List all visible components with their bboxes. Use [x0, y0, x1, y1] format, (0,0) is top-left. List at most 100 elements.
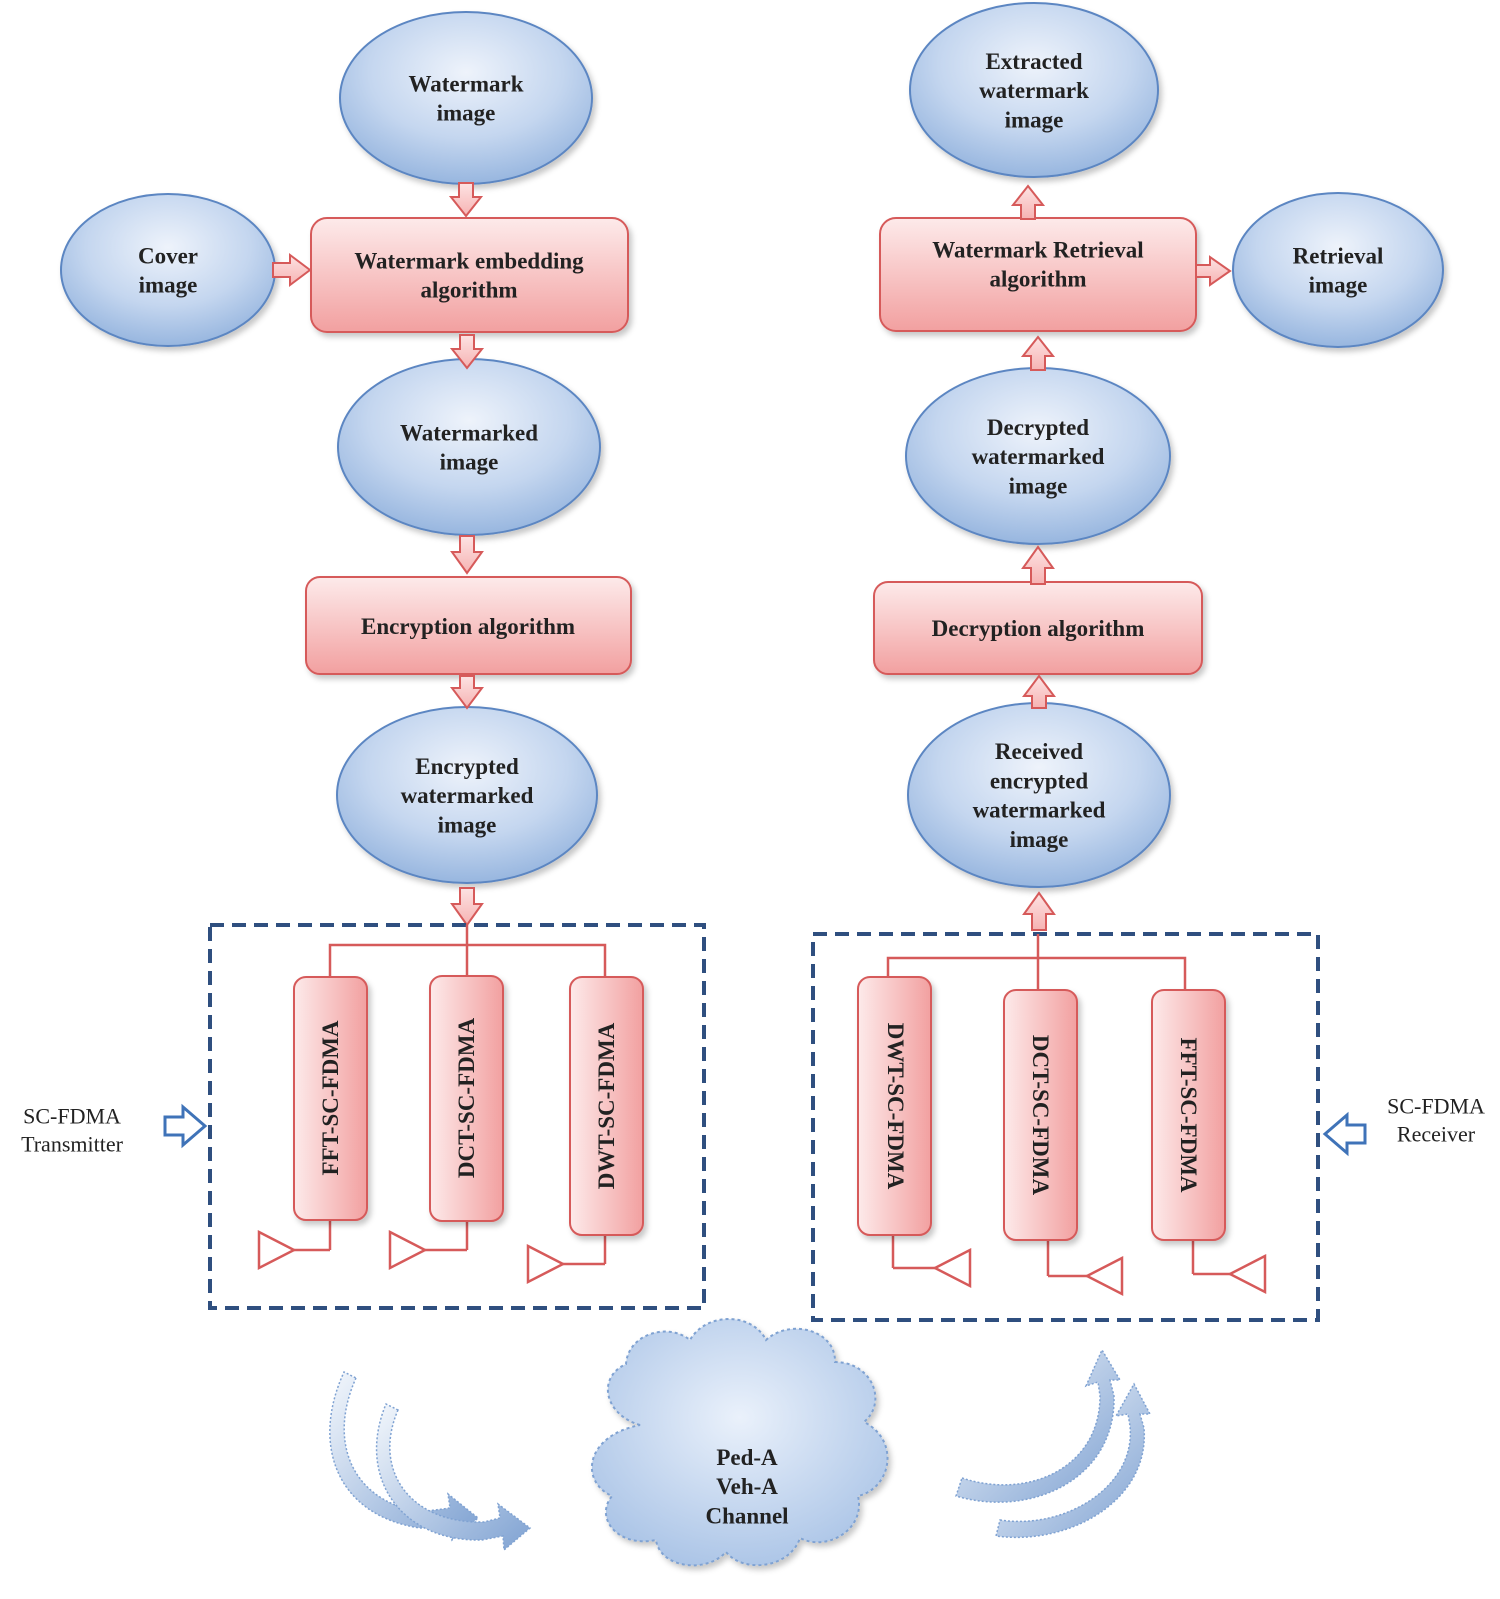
label-line: SC-FDMA [23, 1104, 121, 1129]
arrow-down-icon [449, 334, 485, 370]
encryption-algorithm-label: Encryption algorithm [361, 614, 575, 639]
embedding-algorithm-label: Watermark embedding algorithm [354, 248, 584, 302]
encrypted-image-label: Encrypted watermarked image [401, 754, 534, 838]
tx-branch-lines [294, 925, 607, 1266]
retrieval-algorithm-label: Watermark Retrieval algorithm [932, 237, 1143, 291]
curved-arrow-icon [329, 1370, 480, 1542]
label-line: Veh-A [716, 1474, 778, 1499]
label-line: Decrypted [987, 415, 1089, 440]
receiver-box [811, 932, 1320, 1322]
antenna-icon [526, 1243, 566, 1285]
arrow-down-icon [450, 535, 484, 575]
channel-label: Ped-A Veh-A Channel [705, 1445, 788, 1529]
arrow-right-icon [1195, 255, 1232, 287]
label-line: algorithm [420, 278, 517, 303]
tx-branch-label-fft: FFT-SC-FDMA [318, 1020, 343, 1175]
antenna-icon [1227, 1253, 1267, 1295]
watermark-image-label: Watermark image [409, 71, 524, 125]
antenna-icon [1084, 1255, 1124, 1297]
label-line: Receiver [1397, 1122, 1476, 1147]
arrow-down-icon [450, 887, 484, 927]
arrow-down-icon [448, 182, 484, 218]
arrow-right-icon [272, 253, 312, 287]
left-curved-arrows [329, 1370, 532, 1552]
rx-branch-box-dct [1003, 989, 1078, 1241]
label-line: Watermark embedding [354, 248, 584, 273]
curved-arrow-icon [955, 1348, 1122, 1503]
label-line: Ped-A [716, 1445, 778, 1470]
label-line: image [1009, 473, 1068, 498]
rx-branch-label-fft: FFT-SC-FDMA [1176, 1037, 1201, 1192]
rx-branch-label-dwt: DWT-SC-FDMA [883, 1023, 908, 1190]
rx-branch-lines [886, 934, 1230, 1278]
antenna-icon [388, 1229, 428, 1271]
label-line: Decryption algorithm [932, 616, 1145, 641]
label-line: watermarked [401, 783, 534, 808]
arrow-down-icon [450, 675, 484, 710]
curved-arrow-icon [375, 1402, 532, 1552]
label-line: Extracted [985, 49, 1082, 74]
tx-branch-box-dct [429, 975, 504, 1222]
label-line: Encrypted [415, 754, 519, 779]
tx-down-arrows [448, 182, 485, 927]
antenna-icon [932, 1247, 972, 1289]
encryption-algorithm-box [305, 576, 632, 675]
watermarked-image-ellipse [337, 358, 601, 536]
label-line: Received [995, 739, 1083, 764]
label-line: watermarked [973, 798, 1106, 823]
cover-image-label: Cover image [138, 243, 198, 297]
label-line: Watermarked [400, 420, 538, 445]
label-line: image [1309, 273, 1368, 298]
arrow-up-icon [1020, 335, 1056, 371]
curved-arrow-icon [995, 1382, 1152, 1538]
tx-branch-box-fft [293, 976, 368, 1221]
decrypted-image-label: Decrypted watermarked image [972, 415, 1105, 499]
label-line: watermarked [972, 444, 1105, 469]
label-line: image [438, 812, 497, 837]
receiver-side-label: SC-FDMA Receiver [1387, 1094, 1485, 1147]
label-line: image [1005, 107, 1064, 132]
label-line: Retrieval [1293, 243, 1384, 268]
rx-branch-box-fft [1151, 989, 1226, 1241]
arrow-up-icon [1010, 184, 1046, 220]
label-line: image [440, 450, 499, 475]
watermarked-image-label: Watermarked image [400, 420, 538, 474]
transmitter-side-label: SC-FDMA Transmitter [21, 1104, 124, 1157]
hollow-arrow-right-icon [163, 1103, 208, 1149]
tx-antennas [257, 1229, 566, 1285]
label-line: image [437, 101, 496, 126]
hollow-arrow-left-icon [1322, 1111, 1367, 1157]
received-image-ellipse [907, 702, 1171, 888]
embedding-algorithm-box [310, 217, 629, 333]
retrieval-image-label: Retrieval image [1293, 243, 1384, 297]
label-line: watermark [979, 78, 1089, 103]
label-line: image [139, 273, 198, 298]
retrieval-image-ellipse [1232, 192, 1444, 348]
tx-branch-label-dwt: DWT-SC-FDMA [594, 1022, 619, 1189]
transmitter-box [208, 923, 706, 1310]
rx-branch-label-dct: DCT-SC-FDMA [1028, 1035, 1053, 1196]
arrow-up-icon [1022, 674, 1056, 709]
received-image-label: Received encrypted watermarked image [973, 739, 1106, 852]
label-line: image [1010, 827, 1069, 852]
label-line: Transmitter [21, 1132, 124, 1157]
label-line: SC-FDMA [1387, 1094, 1485, 1119]
channel-cloud [590, 1318, 889, 1567]
arrow-up-icon [1022, 891, 1056, 931]
label-line: algorithm [989, 267, 1086, 292]
label-line: Channel [705, 1503, 788, 1528]
label-line: Cover [138, 243, 198, 268]
label-line: encrypted [990, 768, 1089, 793]
rx-branch-box-dwt [857, 976, 932, 1236]
label-line: Encryption algorithm [361, 614, 575, 639]
label-line: Watermark [409, 71, 524, 96]
rx-up-arrows [1010, 184, 1056, 931]
watermark-image-ellipse [339, 11, 593, 185]
right-curved-arrows [955, 1348, 1152, 1538]
tx-branch-box-dwt [569, 976, 644, 1236]
cover-image-ellipse [60, 193, 276, 347]
extracted-image-label: Extracted watermark image [979, 49, 1089, 133]
label-line: Watermark Retrieval [932, 237, 1143, 262]
extracted-image-ellipse [909, 2, 1159, 178]
arrow-up-icon [1021, 545, 1055, 585]
